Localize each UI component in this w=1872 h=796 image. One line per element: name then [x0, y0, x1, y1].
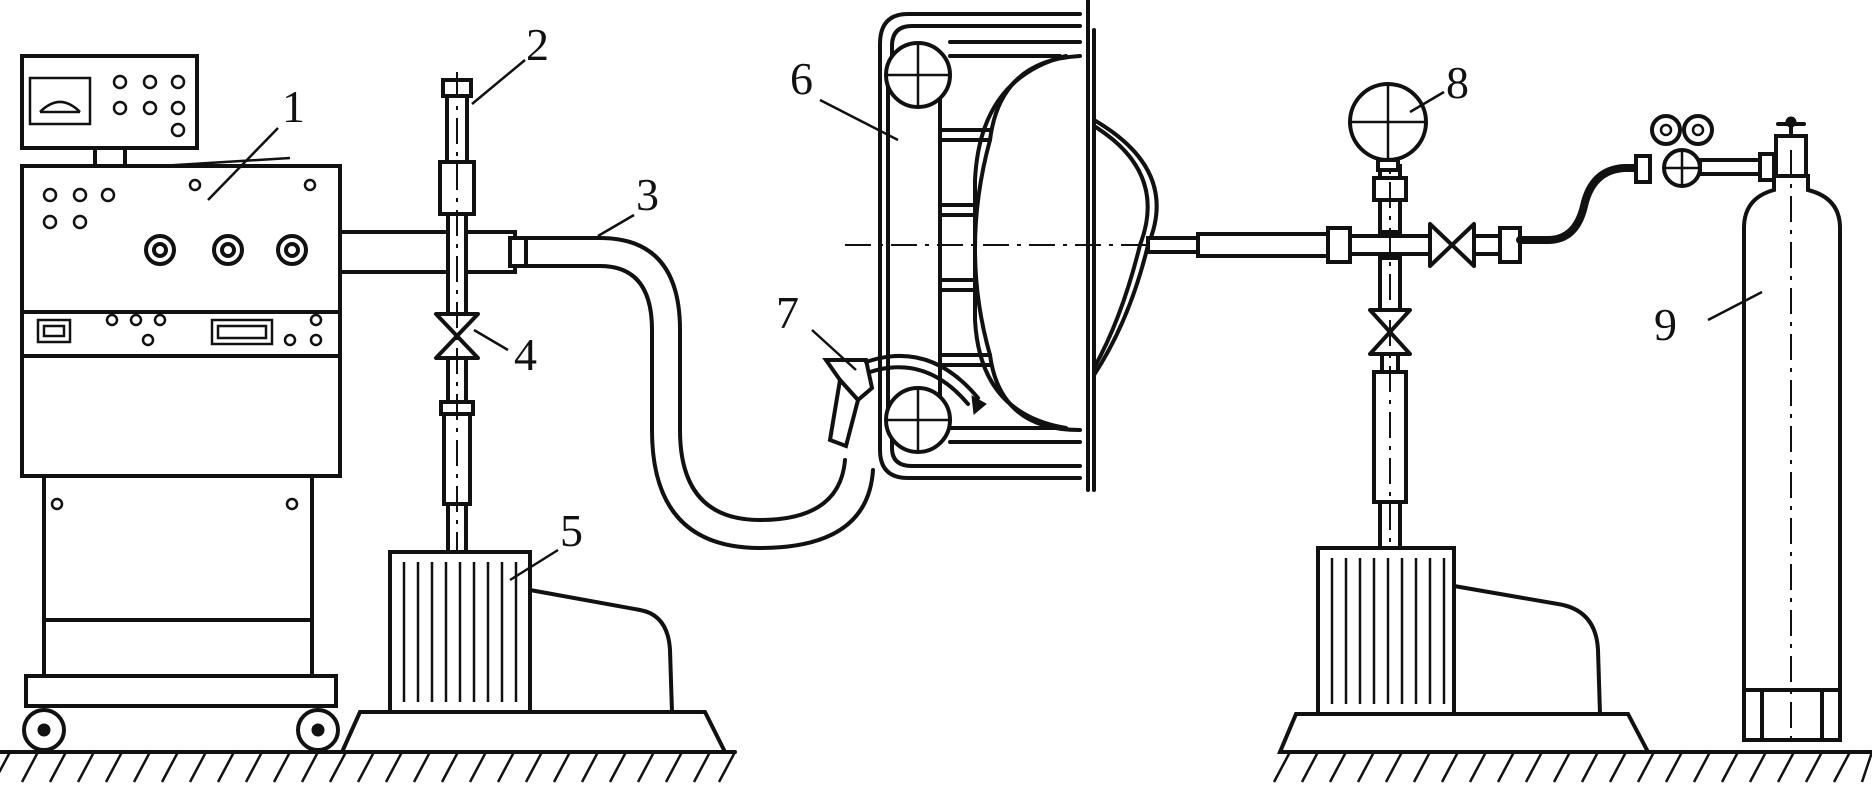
leader-lines	[207, 59, 1763, 582]
label-6: 6	[790, 53, 813, 104]
manifold-left	[434, 72, 480, 560]
label-7: 7	[776, 287, 799, 338]
label-2: 2	[526, 19, 549, 70]
label-3: 3	[636, 169, 659, 220]
label-9: 9	[1654, 299, 1677, 350]
connecting-pipe	[338, 230, 875, 550]
label-1: 1	[282, 81, 305, 132]
gas-cylinder-icon	[1742, 116, 1842, 745]
console-knobs	[144, 234, 308, 266]
leak-detector-console-icon	[20, 54, 342, 752]
sniffer-probe	[822, 354, 987, 449]
pressure-gauge-icon	[1348, 82, 1428, 172]
regulator-hose	[1516, 114, 1776, 244]
vacuum-pump-icon	[338, 550, 729, 754]
part-labels: 1 2 3 4 5 6 7 8 9	[282, 19, 1677, 556]
test-vessel	[845, 0, 1185, 492]
ground-right	[1272, 750, 1872, 783]
label-4: 4	[514, 329, 537, 380]
manifold-right	[1146, 82, 1522, 560]
vacuum-pump-icon	[1276, 546, 1652, 754]
ground-left	[0, 750, 737, 783]
label-8: 8	[1446, 57, 1469, 108]
label-5: 5	[560, 505, 583, 556]
